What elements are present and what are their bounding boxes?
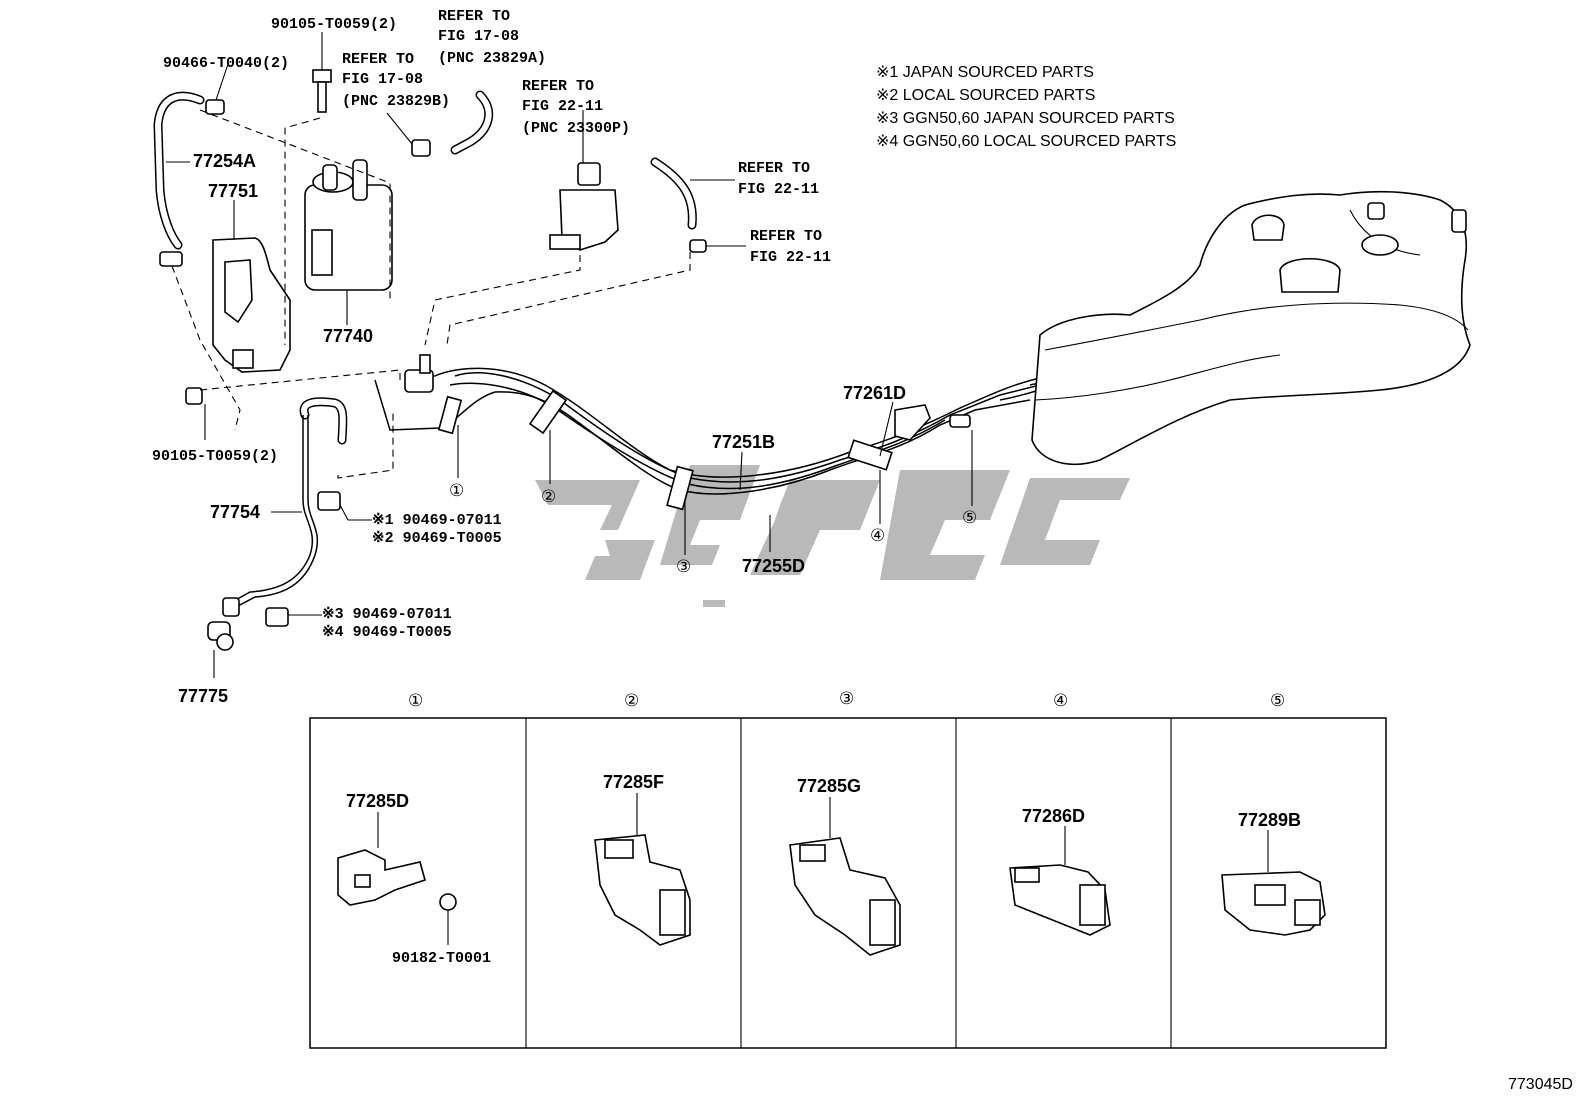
label-clip-1: ※1 90469-07011: [372, 512, 502, 529]
hose-77754: [222, 397, 348, 617]
legend-notes: ※1 JAPAN SOURCED PARTS ※2 LOCAL SOURCED …: [876, 64, 1176, 150]
clip-23829B: [386, 112, 431, 157]
detail-panels: ① ② ③ ④ ⑤ 77285D 90182-T0001 77285F 7728…: [309, 689, 1387, 1049]
callout-2: ②: [541, 487, 556, 506]
refer-3-line-2: FIG 22-11: [522, 98, 603, 115]
refer-5-line-1: REFER TO: [750, 228, 822, 245]
refer-2-line-2: FIG 17-08: [438, 28, 519, 45]
panel-2-part: 77285F: [603, 772, 664, 792]
callout-3: ③: [676, 557, 691, 576]
note-2: ※2 LOCAL SOURCED PARTS: [876, 87, 1095, 104]
label-77261D: 77261D: [843, 383, 906, 403]
refer-3-line-1: REFER TO: [522, 78, 594, 95]
callout-4: ④: [870, 526, 885, 545]
label-77740: 77740: [323, 326, 373, 346]
refer-1-line-2: FIG 17-08: [342, 71, 423, 88]
label-clip-4: ※4 90469-T0005: [322, 624, 452, 641]
panel-4-marker: ④: [1053, 691, 1068, 710]
note-1: ※1 JAPAN SOURCED PARTS: [876, 64, 1094, 81]
panel-3-part: 77285G: [797, 776, 861, 796]
label-90466: 90466-T0040(2): [163, 55, 289, 72]
panel-3-marker: ③: [839, 689, 854, 708]
refer-2-line-1: REFER TO: [438, 8, 510, 25]
clip-90469-a: [317, 491, 372, 521]
refer-5-line-2: FIG 22-11: [750, 249, 831, 266]
bracket-77751: [159, 200, 291, 373]
part-labels: 90105-T0059(2) 90466-T0040(2) 77254A 777…: [152, 16, 906, 706]
label-77775: 77775: [178, 686, 228, 706]
watermark-logo: [535, 465, 1130, 607]
refer-4-line-1: REFER TO: [738, 160, 810, 177]
callout-1: ①: [449, 481, 464, 500]
figure-code: 773045D: [1508, 1076, 1573, 1093]
label-77254A: 77254A: [193, 151, 256, 171]
panel-5-part: 77289B: [1238, 810, 1301, 830]
label-clip-2: ※2 90469-T0005: [372, 530, 502, 547]
label-clip-3: ※3 90469-07011: [322, 606, 452, 623]
clip-90469-b: [265, 607, 322, 627]
label-90105-mid: 90105-T0059(2): [152, 448, 278, 465]
line-callouts: ① ② ③ ④ ⑤: [449, 425, 977, 576]
refer-1-line-1: REFER TO: [342, 51, 414, 68]
canister-77740: [304, 159, 393, 325]
label-90105-top: 90105-T0059(2): [271, 16, 397, 33]
fitting-77775: [207, 621, 234, 678]
refer-notes: REFER TO FIG 17-08 (PNC 23829B) REFER TO…: [342, 8, 831, 266]
fuel-tank: [1031, 190, 1471, 466]
label-77255D: 77255D: [742, 556, 805, 576]
panel-1-subpart: 90182-T0001: [392, 950, 491, 967]
clip-90466: [205, 63, 229, 115]
bolt-90105-top: [312, 32, 332, 113]
label-77754: 77754: [210, 502, 260, 522]
panel-5-marker: ⑤: [1270, 691, 1285, 710]
panel-1-part: 77285D: [346, 791, 409, 811]
label-77251B: 77251B: [712, 432, 775, 452]
hose-77254A: [153, 91, 205, 250]
label-77751: 77751: [208, 181, 258, 201]
refer-hose-23829A: [450, 90, 494, 155]
refer-3-line-3: (PNC 23300P): [522, 120, 630, 137]
panel-1-marker: ①: [408, 691, 423, 710]
refer-2-line-3: (PNC 23829A): [438, 50, 546, 67]
refer-hose-22-11: [650, 157, 707, 253]
refer-1-line-3: (PNC 23829B): [342, 93, 450, 110]
callout-5: ⑤: [962, 508, 977, 527]
bolt-90105-mid: [185, 387, 206, 440]
vsv-purge-valve: [549, 110, 619, 251]
panel-2-marker: ②: [624, 691, 639, 710]
note-3: ※3 GGN50,60 JAPAN SOURCED PARTS: [876, 110, 1175, 127]
panel-4-part: 77286D: [1022, 806, 1085, 826]
note-4: ※4 GGN50,60 LOCAL SOURCED PARTS: [876, 133, 1176, 150]
refer-4-line-2: FIG 22-11: [738, 181, 819, 198]
